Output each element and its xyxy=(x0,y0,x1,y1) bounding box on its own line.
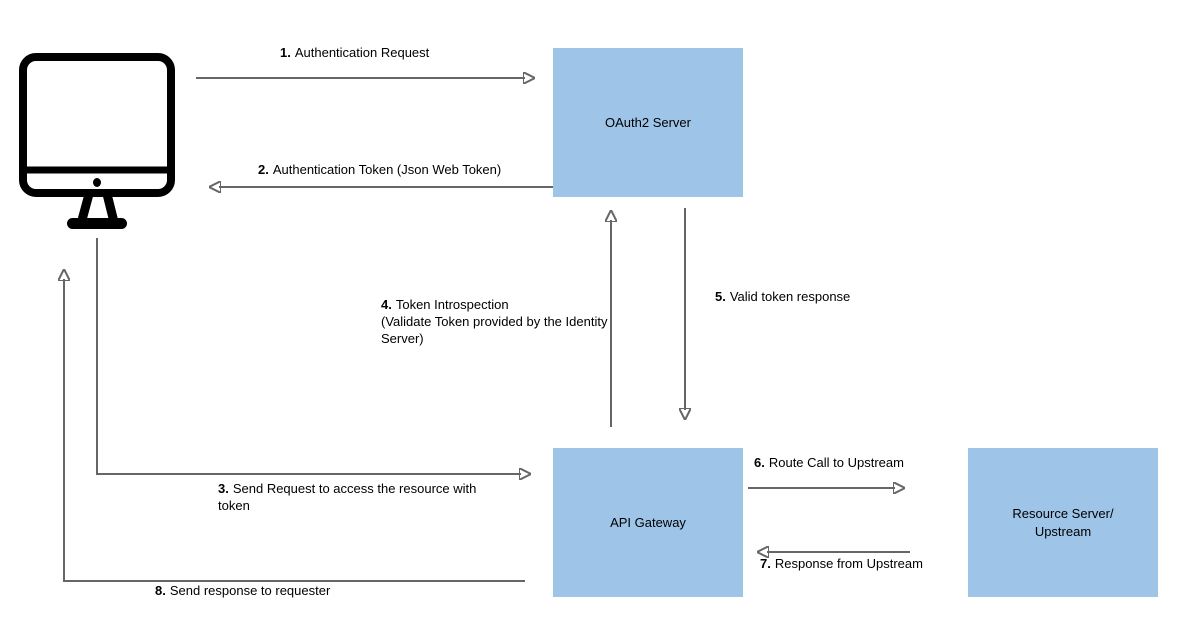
node-api-gateway: API Gateway xyxy=(553,448,743,597)
flow-label-3: 3.Send Request to access the resource wi… xyxy=(218,480,490,514)
arrow-8-send-response xyxy=(64,279,525,582)
flow-7-number: 7. xyxy=(760,556,771,571)
flow-7-text: Response from Upstream xyxy=(774,556,923,571)
flow-1-number: 1. xyxy=(280,45,291,60)
node-oauth2-server-label: OAuth2 Server xyxy=(605,114,691,130)
flow-6-text: Route Call to Upstream xyxy=(768,455,904,470)
flow-1-text: Authentication Request xyxy=(294,45,430,60)
flow-5-text: Valid token response xyxy=(729,289,851,304)
arrow-3-send-request xyxy=(96,238,521,474)
flow-label-6: 6.Route Call to Upstream xyxy=(754,454,904,471)
flow-8-text: Send response to requester xyxy=(169,583,331,598)
flow-8-number: 8. xyxy=(155,583,166,598)
node-resource-server-label: Resource Server/ Upstream xyxy=(1012,505,1114,539)
flow-label-2: 2.Authentication Token (Json Web Token) xyxy=(258,161,501,178)
flow-3-number: 3. xyxy=(218,481,229,496)
flow-6-number: 6. xyxy=(754,455,765,470)
node-api-gateway-label: API Gateway xyxy=(610,514,686,530)
flow-label-4: 4.Token Introspection (Validate Token pr… xyxy=(381,296,633,347)
flow-3-text: Send Request to access the resource with… xyxy=(218,481,477,513)
desktop-computer-icon xyxy=(19,53,175,229)
flow-4-text: Token Introspection (Validate Token prov… xyxy=(381,297,608,346)
node-resource-server: Resource Server/ Upstream xyxy=(968,448,1158,597)
flow-5-number: 5. xyxy=(715,289,726,304)
flow-label-8: 8.Send response to requester xyxy=(155,582,330,599)
flow-label-7: 7.Response from Upstream xyxy=(760,555,923,572)
flow-2-text: Authentication Token (Json Web Token) xyxy=(272,162,502,177)
flow-4-number: 4. xyxy=(381,297,392,312)
flow-label-1: 1.Authentication Request xyxy=(280,44,429,61)
flow-2-number: 2. xyxy=(258,162,269,177)
flow-label-5: 5.Valid token response xyxy=(715,288,850,305)
node-oauth2-server: OAuth2 Server xyxy=(553,48,743,197)
